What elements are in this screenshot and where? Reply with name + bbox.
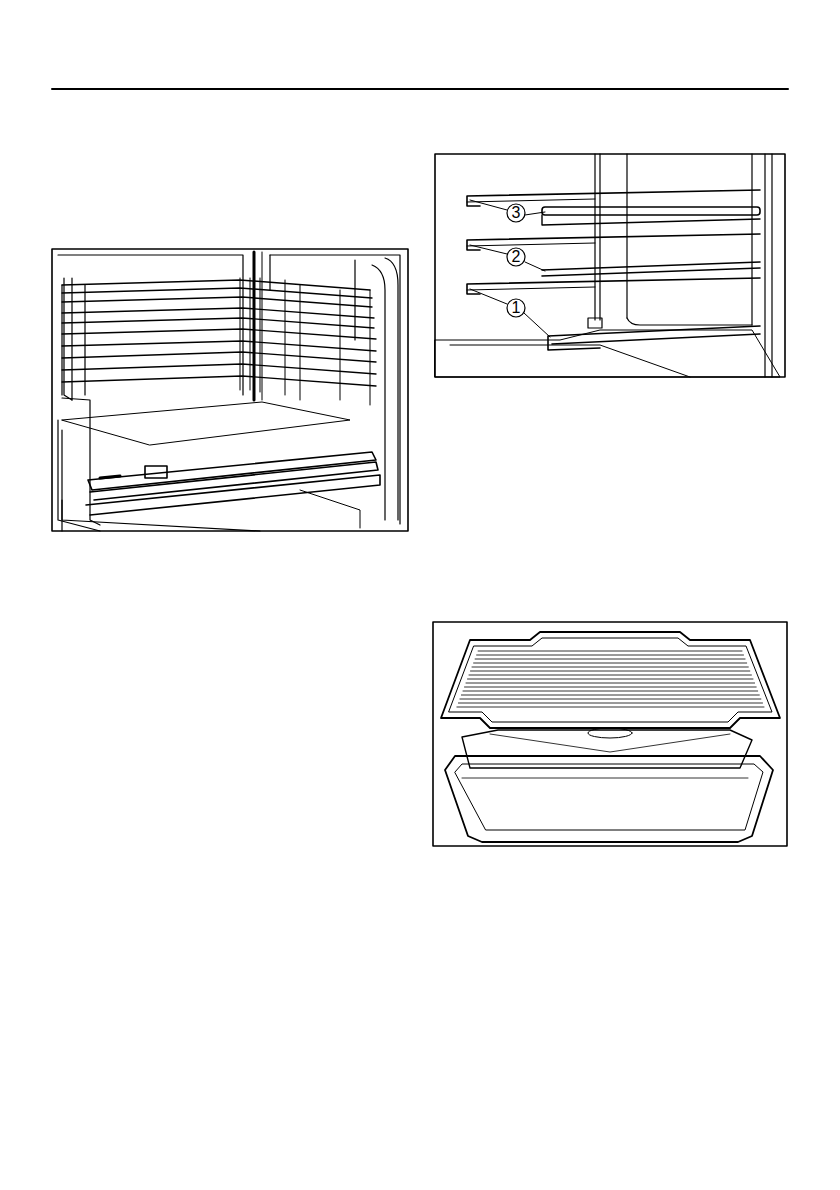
callout-number: 1: [506, 298, 526, 318]
callout-number: 2: [506, 247, 526, 267]
shelf-level-illustration: [435, 154, 785, 377]
callout-number: 3: [506, 203, 526, 223]
oven-runner-illustration: [52, 249, 408, 531]
grill-tray-illustration: [433, 622, 787, 846]
header-rule: [52, 88, 788, 90]
